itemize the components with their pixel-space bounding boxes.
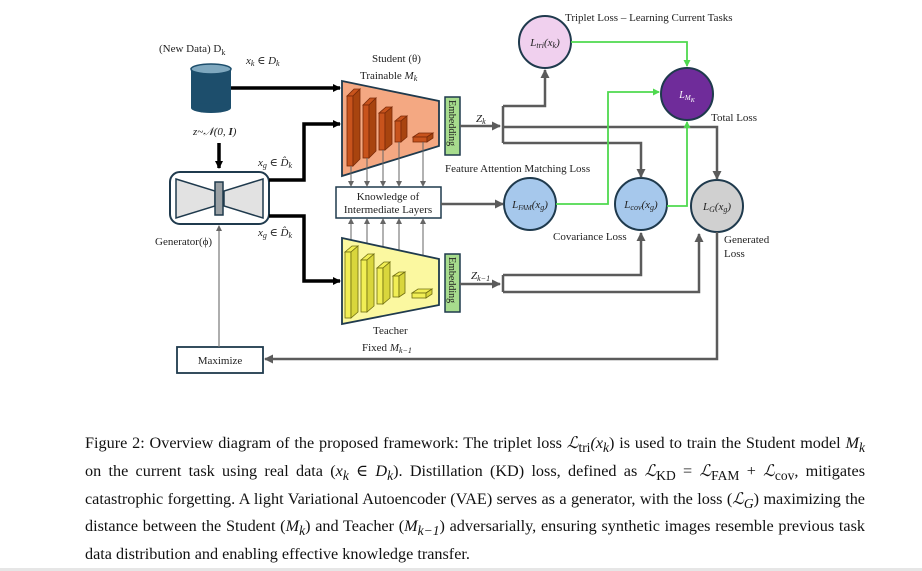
svg-text:LG(xg): LG(xg) [702,201,731,214]
student-subtitle: Trainable Mk [360,70,418,83]
generator-block [169,171,270,225]
cov-loss-caption: Covariance Loss [553,231,627,243]
svg-text:Lcov(xg): Lcov(xg) [623,199,658,212]
framework-diagram: (New Data) Dk xk ∈ Dk z~𝒩(0, I) Generato… [155,12,770,374]
new-data-label: (New Data) Dk [159,43,225,57]
student-to-knowledge-arrows [348,142,426,187]
figure-caption: Figure 2: Overview diagram of the propos… [85,434,866,564]
fam-loss-node: LFAM(xg) [503,177,557,231]
cov-loss-node: Lcov(xg) [614,177,668,231]
maximize-box: Maximize [176,346,264,374]
svg-text:Intermediate Layers: Intermediate Layers [344,204,432,216]
svg-text:Ltri(xk): Ltri(xk) [529,37,560,50]
generator-label: Generator(ϕ) [155,236,212,248]
synthetic-sample-label-bottom: xg ∈ D̂k [257,226,292,240]
svg-text:LMK: LMK [678,90,695,104]
generated-loss-caption-1: Generated [724,234,770,246]
generated-loss-to-maximize-arrow [264,232,719,364]
student-network [341,79,440,178]
student-title: Student (θ) [372,53,421,65]
knowledge-box: Knowledge of Intermediate Layers [335,186,442,219]
database-icon [190,63,232,113]
teacher-embedding-label: Embedding [446,257,457,303]
noise-label: z~𝒩(0, I) [192,126,237,138]
student-embedding-label: Embedding [446,100,457,146]
total-loss-caption: Total Loss [711,112,757,124]
teacher-output-branches [501,232,704,294]
real-sample-label: xk ∈ Dk [245,55,280,68]
triplet-loss-node: Ltri(xk) [518,15,572,69]
teacher-network [341,236,440,326]
generator-to-student-arrow [269,120,341,182]
svg-text:LFAM(xg): LFAM(xg) [511,199,548,212]
page-bottom-rule [0,568,922,571]
student-output-branches [501,69,722,180]
figure-label: Figure 2: [85,434,145,452]
synthetic-sample-label-top: xg ∈ D̂k [257,156,292,170]
fam-loss-caption: Feature Attention Matching Loss [445,163,590,175]
total-loss-node: LMK [660,67,714,121]
svg-text:Maximize: Maximize [198,355,243,367]
teacher-output-label: Zk−1 [471,270,490,283]
generated-loss-node: LG(xg) [690,179,744,233]
green-flows-to-total-loss [556,41,691,207]
svg-text:(New Data) Dk: (New Data) Dk [159,43,225,57]
teacher-subtitle: Fixed Mk−1 [362,342,412,355]
triplet-loss-caption: Triplet Loss – Learning Current Tasks [565,12,733,24]
teacher-title: Teacher [373,325,408,337]
student-output-label: Zk [476,113,486,126]
generator-to-teacher-arrow [269,214,341,285]
generated-loss-caption-2: Loss [724,248,745,260]
svg-text:Knowledge of: Knowledge of [357,191,420,203]
